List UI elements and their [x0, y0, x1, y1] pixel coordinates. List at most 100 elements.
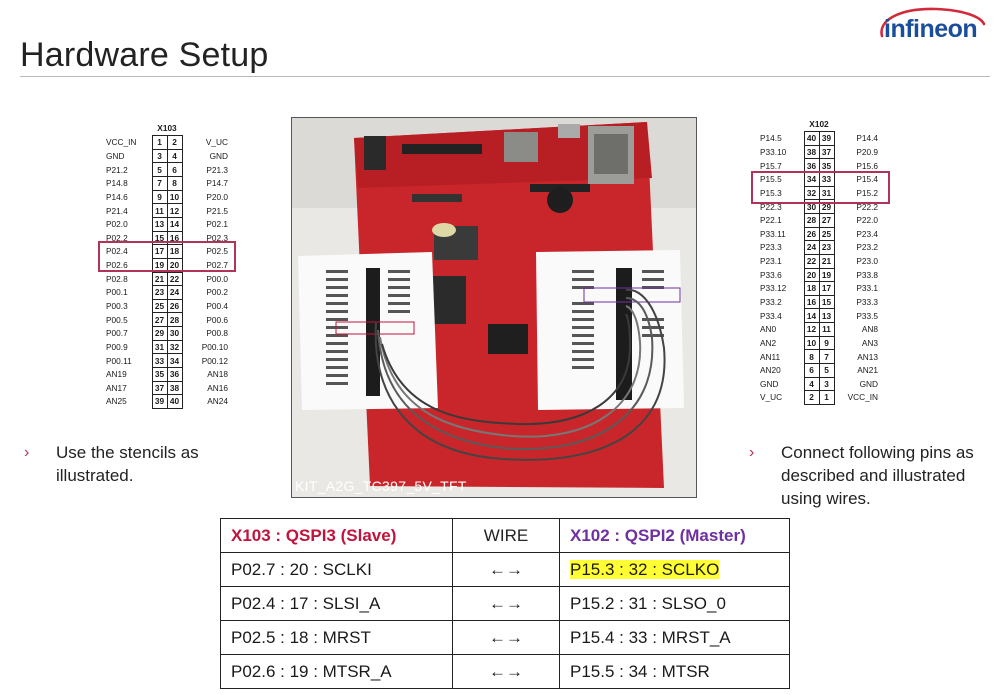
- pin-label-right: P33.1: [856, 283, 878, 294]
- pin-number: 6: [166, 162, 183, 178]
- pin-number: 16: [803, 294, 820, 310]
- pin-label-right: P14.4: [856, 133, 878, 144]
- pin-number: 14: [166, 216, 183, 232]
- infineon-logo: infineon: [876, 6, 988, 52]
- pin-number: 6: [803, 363, 820, 378]
- pin-label-right: P21.3: [206, 164, 228, 175]
- master-header: X102 : QSPI2 (Master): [559, 518, 790, 553]
- pin-number: 28: [166, 312, 183, 328]
- pin-label-left: P33.10: [760, 146, 787, 157]
- table-row: P02.5 : 18 : MRST ←→ P15.4 : 33 : MRST_A: [220, 620, 790, 655]
- pin-number: 38: [166, 380, 183, 396]
- table-row: P02.4 : 17 : SLSI_A ←→ P15.2 : 31 : SLSO…: [220, 586, 790, 621]
- pin-number: 23: [818, 240, 835, 255]
- pin-label-right: P20.0: [206, 191, 228, 202]
- pin-label-right: P02.1: [206, 219, 228, 230]
- pin-label-right: P21.5: [206, 205, 228, 216]
- pin-label-right: P33.5: [856, 310, 878, 321]
- pin-label-left: P33.2: [760, 297, 782, 307]
- pin-number: 25: [151, 298, 168, 314]
- pin-number: 34: [166, 353, 183, 369]
- pin-number: 33: [818, 172, 835, 187]
- wire-arrow-cell: ←→: [452, 586, 560, 621]
- slave-pin-cell: P02.4 : 17 : SLSI_A: [220, 586, 453, 621]
- pin-label-right: P22.0: [856, 215, 878, 226]
- pin-label-left: P00.9: [106, 341, 128, 352]
- logo-wordmark: infineon: [884, 15, 978, 43]
- pin-number: 37: [818, 144, 835, 160]
- pin-label-left: P14.6: [106, 191, 128, 202]
- board-photo: KIT_A2G_TC397_5V_TFT: [291, 117, 697, 498]
- slave-pin-cell: P02.7 : 20 : SCLKI: [220, 552, 453, 587]
- pin-number: 27: [151, 312, 168, 328]
- pin-label-left: P22.1: [760, 215, 782, 226]
- pin-number: 24: [803, 240, 820, 255]
- pin-number: 13: [818, 308, 835, 324]
- pin-number: 23: [151, 285, 168, 300]
- pin-number: 28: [803, 212, 820, 228]
- pin-label-left: P15.3: [760, 187, 782, 198]
- pin-label-right: P00.8: [206, 328, 228, 339]
- pin-number: 5: [818, 363, 835, 378]
- pin-label-right: P00.2: [206, 287, 228, 298]
- x103-highlight-box: [98, 241, 236, 272]
- pin-label-right: P22.2: [856, 201, 878, 212]
- pin-label-right: P02.5: [206, 246, 228, 257]
- pin-label-right: P02.3: [206, 232, 228, 243]
- pin-label-right: GND: [209, 150, 228, 161]
- master-pin-cell: P15.3 : 32 : SCLKO: [559, 552, 790, 587]
- pin-number: 29: [151, 326, 168, 341]
- pin-label-left: V_UC: [760, 392, 783, 403]
- pin-number: 36: [166, 367, 183, 382]
- pin-number: 20: [803, 267, 820, 283]
- slave-header: X103 : QSPI3 (Slave): [220, 518, 453, 553]
- pin-label-left: AN0: [760, 324, 777, 335]
- pin-label-left: P02.4: [106, 246, 128, 257]
- pin-label-left: AN20: [760, 365, 781, 376]
- pin-number: 7: [151, 176, 168, 191]
- pin-label-right: P15.4: [856, 174, 878, 185]
- pin-label-right: AN24: [207, 396, 228, 407]
- pin-label-left: P00.3: [106, 301, 128, 311]
- pin-label-left: AN19: [106, 369, 127, 380]
- pin-number: 18: [803, 281, 820, 296]
- pin-number: 8: [803, 349, 820, 365]
- pin-number: 11: [151, 203, 168, 218]
- pin-number: 15: [818, 294, 835, 310]
- pin-label-right: VCC_IN: [847, 392, 878, 403]
- pin-label-left: P00.11: [106, 355, 132, 366]
- pin-label-left: P00.7: [106, 328, 128, 339]
- pin-number: 10: [803, 335, 820, 351]
- pin-number: 1: [818, 390, 835, 405]
- pin-number: 18: [166, 244, 183, 259]
- master-pin-cell: P15.4 : 33 : MRST_A: [559, 620, 790, 655]
- highlighted-master-pin: P15.3 : 32 : SCLKO: [570, 559, 720, 579]
- pin-label-left: P02.6: [106, 260, 128, 271]
- chevron-right-icon: ›: [24, 444, 30, 461]
- pin-label-right: AN8: [861, 324, 878, 335]
- pin-number: 12: [803, 322, 820, 337]
- logo-swoosh-icon: [880, 7, 986, 38]
- pin-label-left: GND: [760, 378, 779, 389]
- pin-label-right: P23.2: [856, 242, 878, 253]
- pin-number: 40: [166, 394, 183, 409]
- pin-number: 19: [818, 267, 835, 283]
